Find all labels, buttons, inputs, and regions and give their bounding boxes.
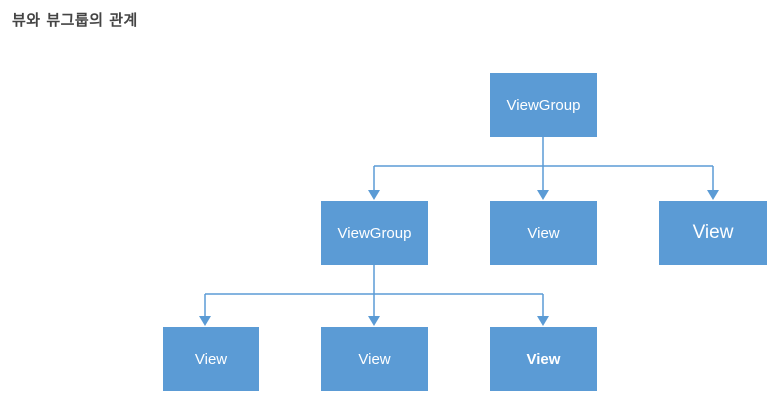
node-level2-view-2: View <box>321 327 428 391</box>
arrowhead-level2-2 <box>537 316 549 326</box>
arrowhead-level1-2 <box>707 190 719 200</box>
arrowhead-level2-1 <box>368 316 380 326</box>
node-level1-view-1: View <box>490 201 597 265</box>
node-root-viewgroup: ViewGroup <box>490 73 597 137</box>
node-level2-view-1: View <box>163 327 259 391</box>
node-level1-viewgroup: ViewGroup <box>321 201 428 265</box>
page-title: 뷰와 뷰그룹의 관계 <box>12 11 138 29</box>
arrowhead-level1-0 <box>368 190 380 200</box>
arrowhead-level1-1 <box>537 190 549 200</box>
node-level1-view-2: View <box>659 201 767 265</box>
node-level2-view-3: View <box>490 327 597 391</box>
arrowhead-level2-0 <box>199 316 211 326</box>
